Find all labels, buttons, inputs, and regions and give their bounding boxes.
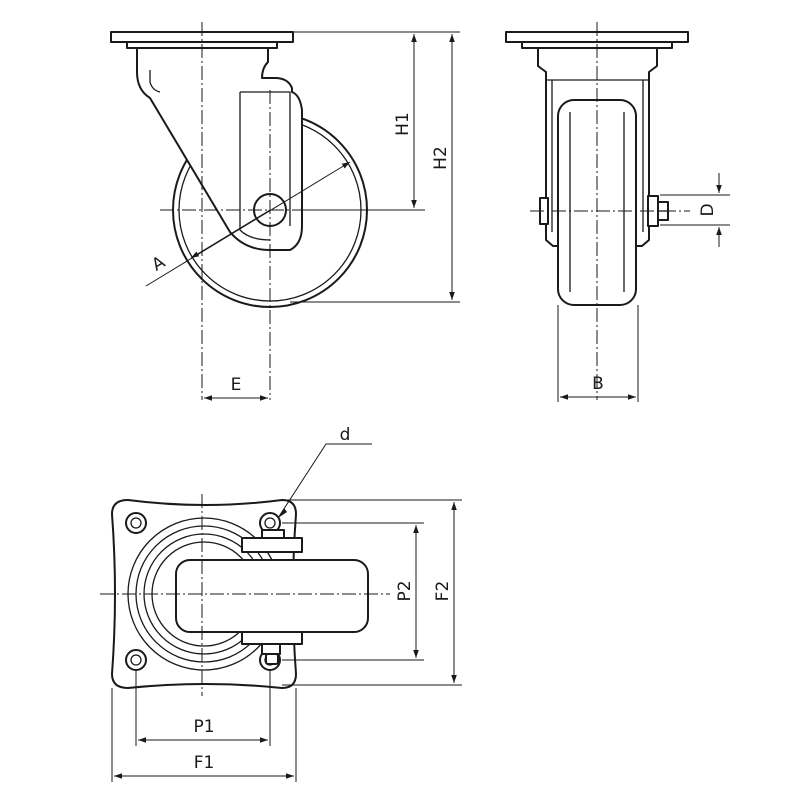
- top-wheel: [175, 559, 369, 633]
- label-f1: F1: [194, 753, 215, 773]
- label-f2: F2: [433, 581, 453, 602]
- label-h1: H1: [393, 112, 413, 136]
- bolt-hole-top-left: [125, 512, 147, 534]
- label-e: E: [231, 375, 242, 395]
- leader-d: [277, 443, 372, 519]
- label-p1: P1: [193, 717, 214, 737]
- label-d-upper: D: [698, 203, 718, 216]
- bolt-hole-bottom-left: [125, 649, 147, 671]
- label-d-lower: d: [340, 425, 351, 445]
- label-b: B: [592, 374, 604, 394]
- label-h2: H2: [431, 146, 451, 170]
- dimension-a-line: [145, 161, 351, 287]
- top-view: d P2 F2 P1 F1: [100, 425, 462, 782]
- fork-arm-top: [241, 537, 303, 553]
- side-view: A H1 H2 E: [110, 22, 460, 401]
- label-p2: P2: [395, 580, 415, 601]
- side-fork-leg: [239, 92, 271, 241]
- front-view: D B: [505, 22, 730, 402]
- label-a: A: [149, 252, 170, 275]
- top-nut: [265, 653, 279, 665]
